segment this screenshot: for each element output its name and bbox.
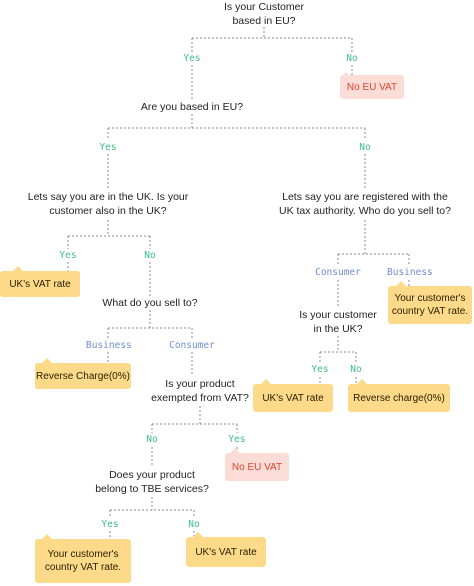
branch-label-no: No [144,250,156,261]
branch-label-no: No [188,519,200,530]
question-product-exempted: Is your product exempted from VAT? [151,378,249,404]
outcome-customer-country-vat: Your customer's country VAT rate. [35,539,131,583]
branch-label-consumer: Consumer [315,267,361,278]
branch-label-consumer: Consumer [169,340,215,351]
outcome-reverse-charge: Reverse charge(0%) [348,384,450,412]
branch-label-no: No [146,434,158,445]
outcome-no-eu-vat: No EU VAT [225,453,289,481]
branch-label-yes: Yes [183,53,201,64]
branch-label-no: No [350,364,362,375]
branch-label-no: No [359,142,371,153]
branch-label-yes: Yes [311,364,329,375]
question-customer-in-eu: Is your Customer based in EU? [224,1,304,27]
question-customer-in-uk-2: Is your customer in the UK? [299,309,377,335]
outcome-uk-vat-rate: UK's VAT rate [186,537,266,567]
branch-label-yes: Yes [99,142,117,153]
question-tbe-services: Does your product belong to TBE services… [95,469,209,495]
outcome-uk-vat-rate: UK's VAT rate [253,384,333,412]
outcome-reverse-charge: Reverse Charge(0%) [35,363,131,389]
question-who-do-you-sell-to: Lets say you are registered with the UK … [279,191,451,217]
outcome-no-eu-vat: No EU VAT [340,75,404,99]
question-you-in-eu: Are you based in EU? [140,101,244,113]
branch-label-yes: Yes [101,519,119,530]
outcome-customer-country-vat: Your customer's country VAT rate. [388,286,472,324]
outcome-uk-vat-rate: UK's VAT rate [0,271,80,297]
branch-label-yes: Yes [228,434,246,445]
branch-label-business: Business [387,267,433,278]
question-what-do-you-sell-to: What do you sell to? [102,297,198,309]
branch-label-no: No [346,53,358,64]
branch-label-yes: Yes [59,250,77,261]
question-customer-in-uk: Lets say you are in the UK. Is your cust… [27,191,189,217]
branch-label-business: Business [86,340,132,351]
